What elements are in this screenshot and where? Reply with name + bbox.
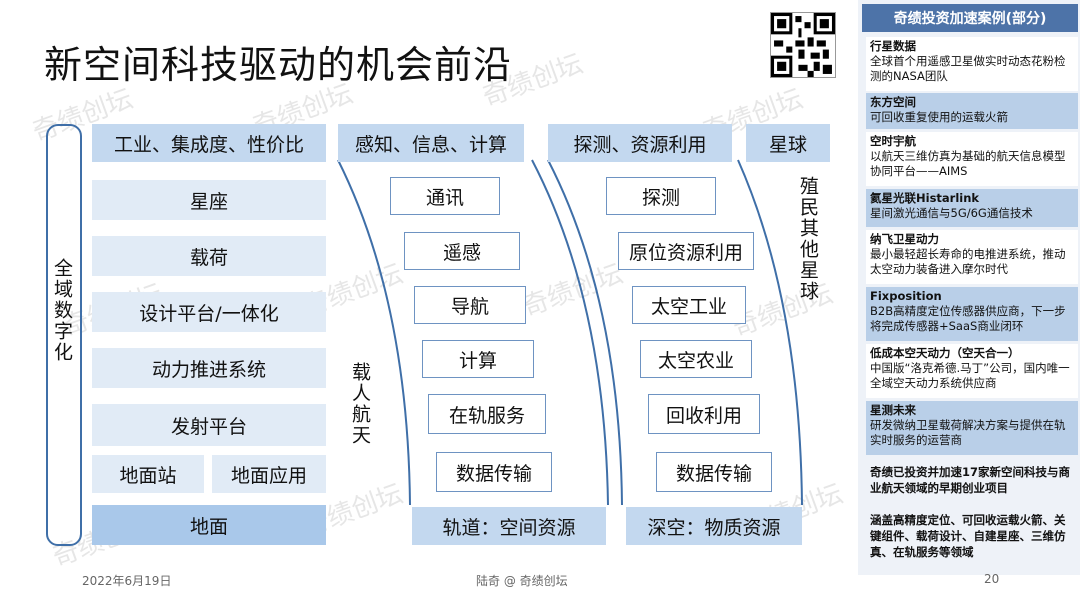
list-item: 计算 [422, 340, 534, 378]
case-desc: 中国版“洛克希德.马丁”公司，国内唯一全域空天动力系统供应商 [870, 361, 1070, 390]
footer-author: 陆奇 @ 奇绩创坛 [476, 574, 568, 588]
case-card: 行星数据 全球首个用遥感卫星做实时动态花粉检测的NASA团队 [866, 37, 1078, 91]
list-item: 太空工业 [632, 286, 746, 324]
list-item: 动力推进系统 [92, 348, 326, 388]
case-desc: 研发微纳卫星载荷解决方案与提供在轨实时服务的运营商 [870, 418, 1066, 447]
case-card: 空时宇航 以航天三维仿真为基础的航天信息模型协同平台——AIMS [866, 132, 1078, 186]
ground-application: 地面应用 [212, 455, 326, 493]
list-item: 设计平台/一体化 [92, 292, 326, 332]
footer-date: 2022年6月19日 [82, 574, 172, 588]
list-item: 发射平台 [92, 404, 326, 446]
case-name: 纳飞卫星动力 [870, 232, 939, 246]
summary-coverage: 涵盖高精度定位、可回收运载火箭、关键组件、载荷设计、自建星座、三维仿真、在轨服务… [866, 510, 1078, 574]
list-item: 载荷 [92, 236, 326, 276]
page-number: 20 [984, 572, 1000, 586]
list-item: 原位资源利用 [618, 232, 754, 270]
case-card: 氦星光联Histarlink 星间激光通信与5G/6G通信技术 [866, 189, 1078, 227]
orbit-curve-left [337, 159, 411, 506]
deep-header: 探测、资源利用 [548, 124, 732, 162]
case-desc: 可回收重复使用的运载火箭 [870, 110, 1008, 124]
case-desc: B2B高精度定位传感器供应商，下一步将完成传感器+SaaS商业闭环 [870, 304, 1066, 333]
case-name: 东方空间 [870, 95, 916, 109]
planet-header: 星球 [746, 124, 830, 162]
ground-station: 地面站 [92, 455, 204, 493]
curve-separators [337, 159, 803, 506]
case-card: 低成本空天动力（空天合一） 中国版“洛克希德.马丁”公司，国内唯一全域空天动力系… [866, 344, 1078, 398]
ground-footer: 地面 [92, 505, 326, 545]
deep-curve-left [547, 159, 623, 506]
orbit-footer: 轨道：空间资源 [412, 507, 606, 545]
orbit-header: 感知、信息、计算 [338, 124, 524, 162]
case-card: 纳飞卫星动力 最小最轻超长寿命的电推进系统，推动太空动力装备进入摩尔时代 [866, 230, 1078, 284]
planet-label: 殖民其他星球 [797, 176, 819, 302]
case-name: 氦星光联Histarlink [870, 191, 980, 205]
case-desc: 全球首个用遥感卫星做实时动态花粉检测的NASA团队 [870, 54, 1066, 83]
deep-footer: 深空：物质资源 [626, 507, 802, 545]
list-item: 探测 [606, 177, 716, 215]
case-name: 星测未来 [870, 403, 916, 417]
digitalization-pill [46, 124, 82, 546]
list-item: 数据传输 [656, 452, 772, 492]
case-card: 东方空间 可回收重复使用的运载火箭 [866, 93, 1078, 129]
list-item: 数据传输 [436, 452, 552, 492]
qr-code-icon [770, 12, 836, 78]
industry-header: 工业、集成度、性价比 [92, 124, 326, 162]
summary-investments: 奇绩已投资并加速17家新空间科技与商业航天领域的早期创业项目 [866, 462, 1078, 498]
manned-spaceflight-label: 载人航天 [349, 362, 371, 446]
case-desc: 以航天三维仿真为基础的航天信息模型协同平台——AIMS [870, 149, 1066, 178]
left-label: 全域数字化 [51, 258, 73, 363]
case-name: 低成本空天动力（空天合一） [870, 346, 1020, 360]
case-desc: 星间激光通信与5G/6G通信技术 [870, 206, 1033, 220]
list-item: 遥感 [404, 232, 520, 270]
list-item: 星座 [92, 180, 326, 220]
deep-curve-right [737, 159, 803, 506]
case-desc: 最小最轻超长寿命的电推进系统，推动太空动力装备进入摩尔时代 [870, 247, 1066, 276]
case-name: 行星数据 [870, 39, 916, 53]
list-item: 在轨服务 [428, 394, 546, 434]
sidebar-title: 奇绩投资加速案例(部分) [862, 4, 1078, 32]
page-title: 新空间科技驱动的机会前沿 [44, 43, 513, 87]
case-name: Fixposition [870, 289, 942, 303]
case-card: 星测未来 研发微纳卫星载荷解决方案与提供在轨实时服务的运营商 [866, 401, 1078, 455]
list-item: 回收利用 [648, 394, 760, 434]
case-card: Fixposition B2B高精度定位传感器供应商，下一步将完成传感器+Saa… [866, 287, 1078, 341]
case-name: 空时宇航 [870, 134, 916, 148]
orbit-curve-right [531, 159, 609, 506]
list-item: 通讯 [390, 177, 500, 215]
list-item: 导航 [414, 286, 526, 324]
list-item: 太空农业 [640, 340, 752, 378]
